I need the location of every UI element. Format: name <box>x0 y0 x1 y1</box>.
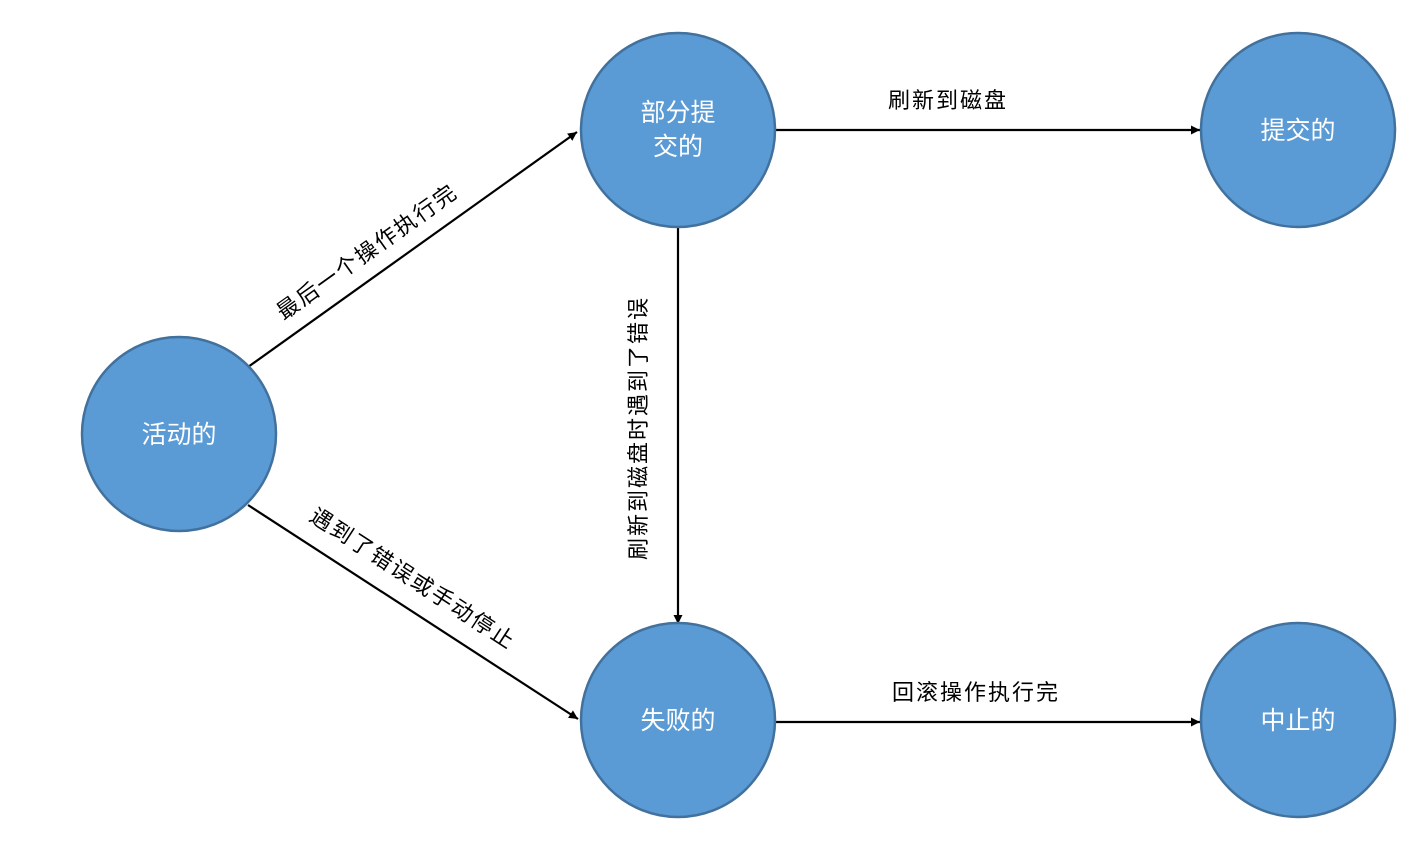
node-committed: 提交的 <box>1199 31 1397 229</box>
node-circle <box>579 621 777 819</box>
node-label-partial-line1: 部分提 <box>640 98 715 127</box>
node-circle <box>579 31 777 229</box>
node-partially-committed: 部分提 交的 <box>579 31 777 229</box>
edge-label-flush-error: 刷新到磁盘时遇到了错误 <box>627 296 652 560</box>
node-circle <box>1199 621 1397 819</box>
edge-line <box>247 504 579 720</box>
edge-active-to-partial: 最后一个操作执行完 <box>247 131 578 368</box>
edge-label-flush-to-disk: 刷新到磁盘 <box>888 89 1008 114</box>
edge-failed-to-aborted: 回滚操作执行完 <box>774 681 1200 727</box>
node-aborted: 中止的 <box>1199 621 1397 819</box>
node-label-failed: 失败的 <box>640 706 715 735</box>
edge-label-last-op-done: 最后一个操作执行完 <box>273 180 463 326</box>
node-circle <box>80 335 278 533</box>
node-label-active: 活动的 <box>141 420 216 449</box>
node-label-aborted: 中止的 <box>1260 706 1335 735</box>
node-failed: 失败的 <box>579 621 777 819</box>
edge-partial-to-failed: 刷新到磁盘时遇到了错误 <box>627 227 683 624</box>
edge-partial-to-committed: 刷新到磁盘 <box>774 89 1200 135</box>
node-active: 活动的 <box>80 335 278 533</box>
edge-active-to-failed: 遇到了错误或手动停止 <box>247 504 579 720</box>
node-label-partial-line2: 交的 <box>653 132 703 161</box>
edge-label-rollback-done: 回滚操作执行完 <box>892 681 1060 706</box>
node-circle <box>1199 31 1397 229</box>
edge-line <box>247 131 578 368</box>
edge-label-error-or-stop: 遇到了错误或手动停止 <box>305 504 520 656</box>
node-label-committed: 提交的 <box>1260 116 1335 145</box>
